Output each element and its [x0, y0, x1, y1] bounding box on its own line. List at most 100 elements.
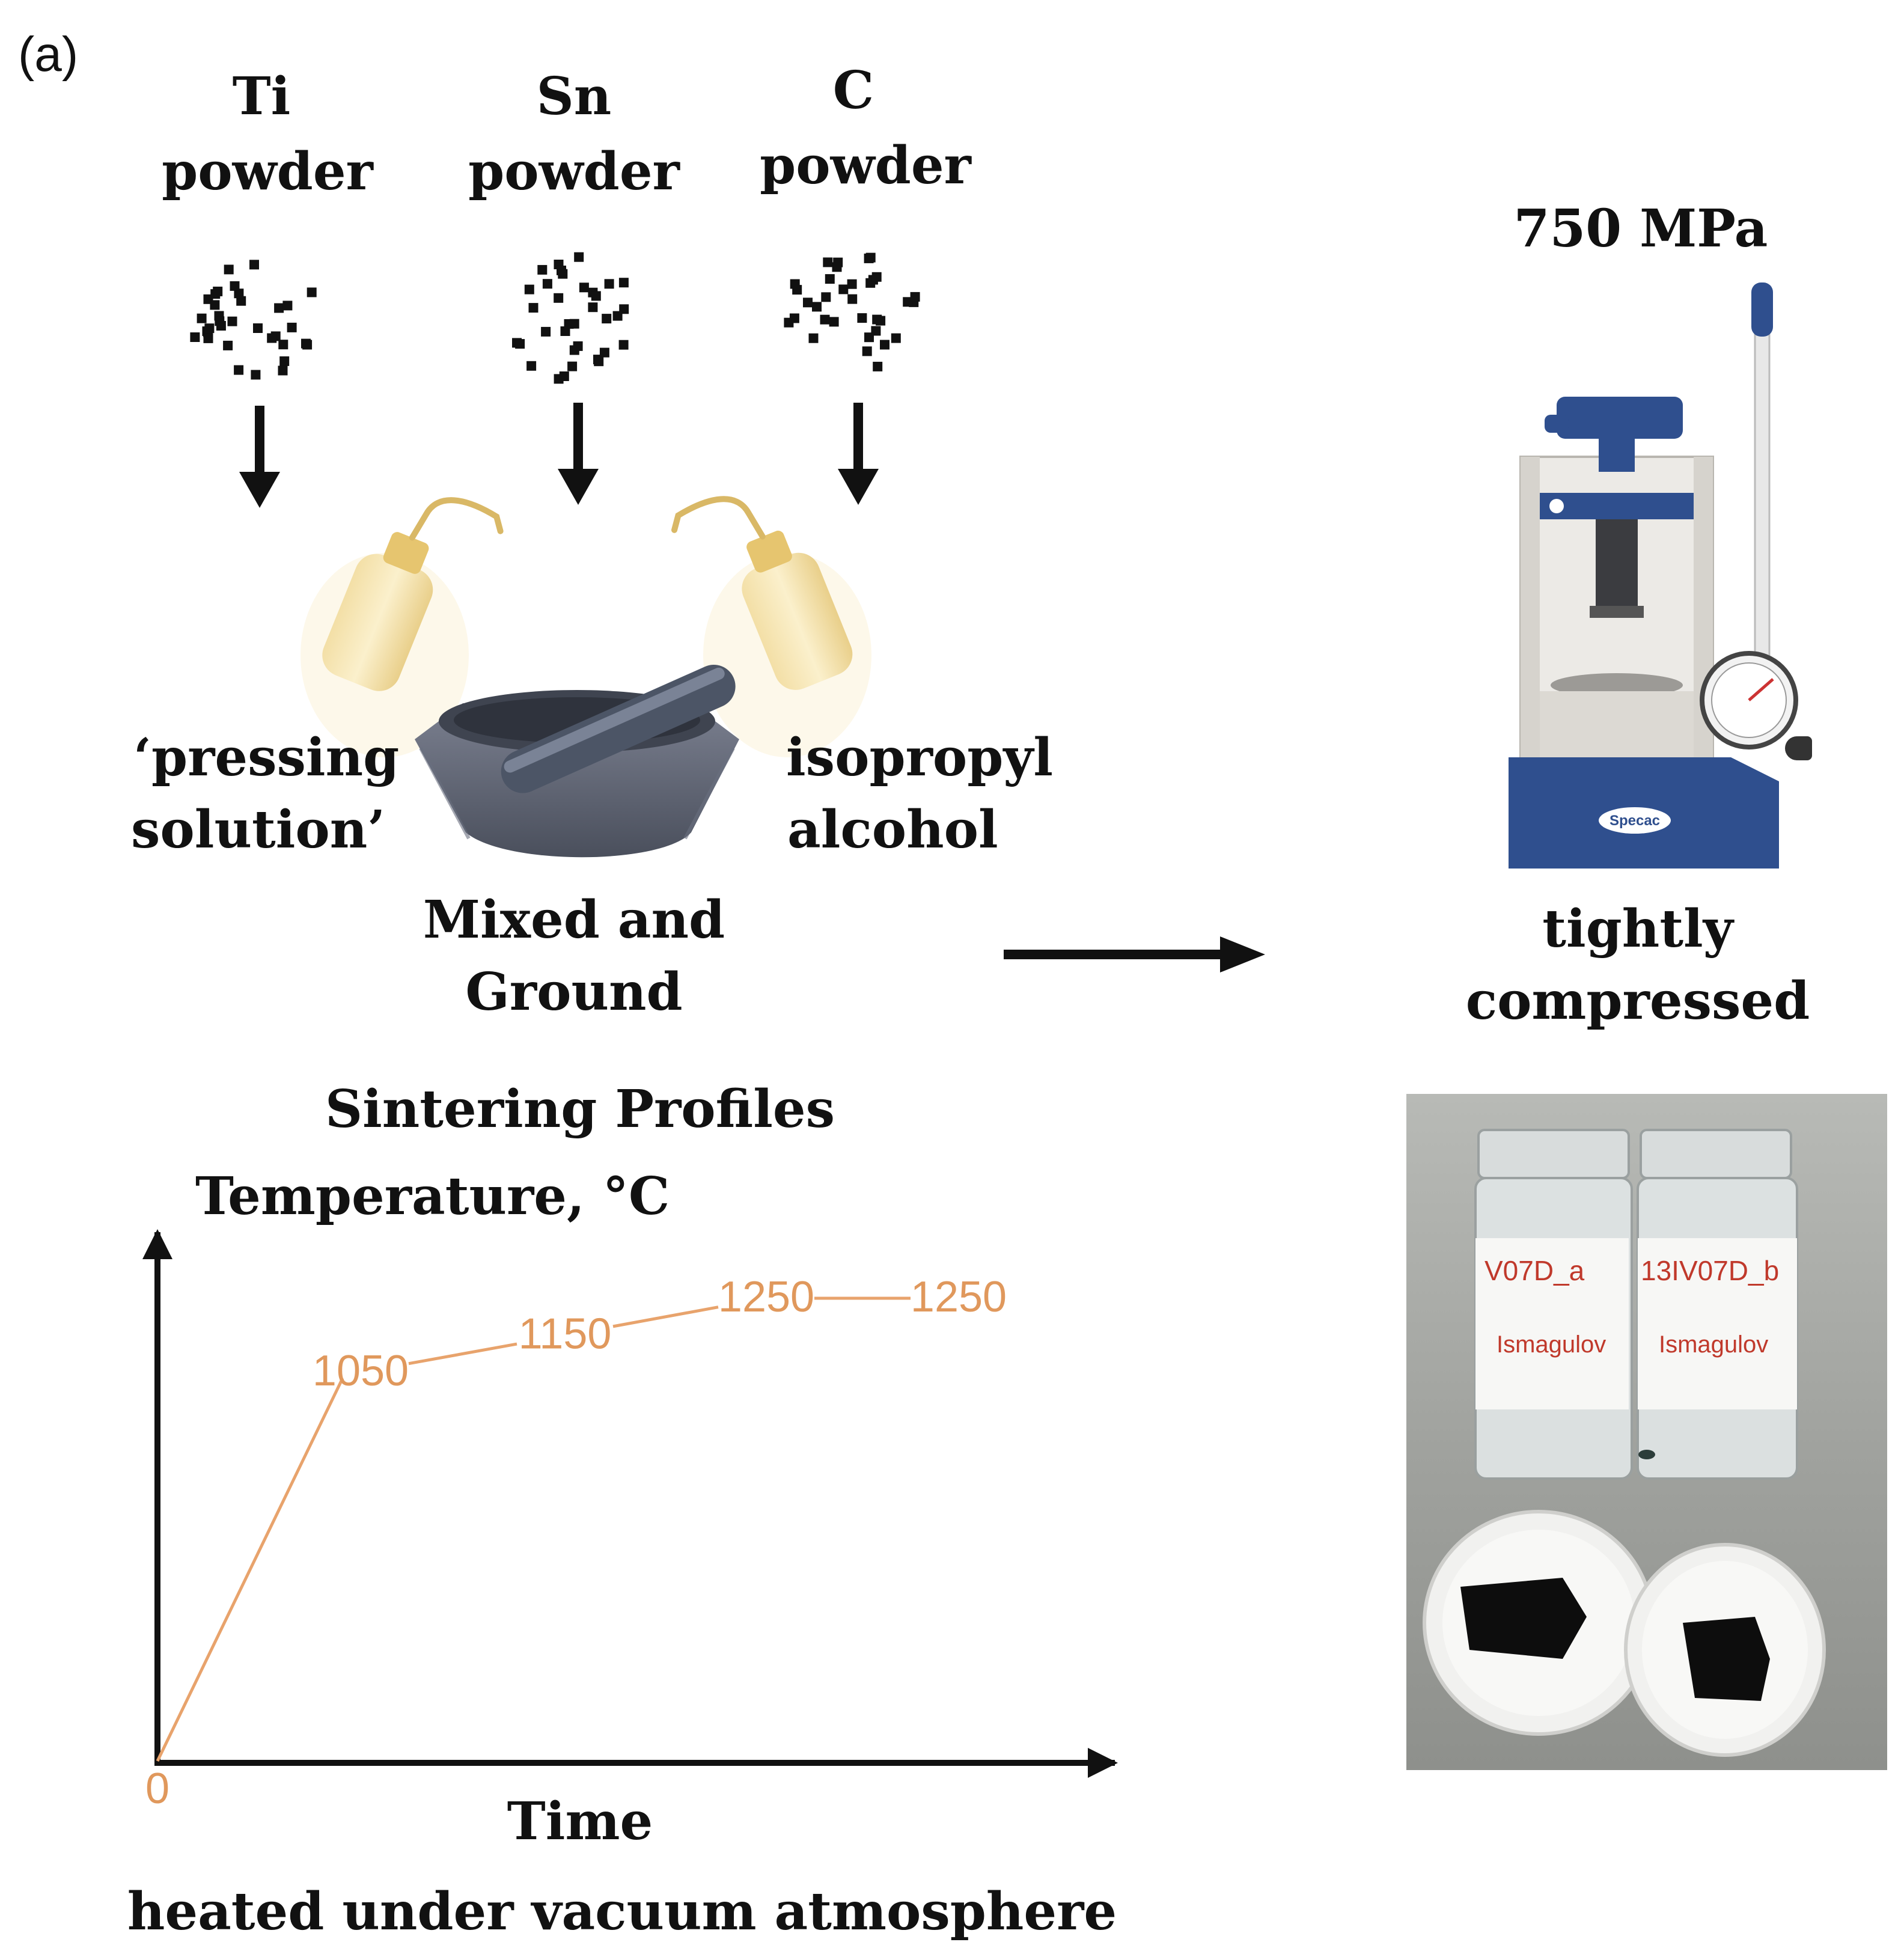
right-arrow-icon [1004, 936, 1265, 972]
powder-dot [569, 345, 579, 355]
sintering-caption: heated under vacuum atmosphere [127, 1881, 1117, 1942]
powder-c-word: powder [760, 135, 972, 196]
chart-axes [142, 1229, 1118, 1778]
powder-dot [213, 286, 223, 296]
powder-dot [274, 303, 284, 313]
powder-dot [210, 300, 220, 310]
powder-dot [825, 274, 835, 284]
powder-sn-label: Sn powder [468, 66, 680, 202]
powder-dot [792, 285, 802, 295]
powder-dot [253, 323, 263, 333]
powder-dot [876, 316, 886, 326]
powder-dot [558, 269, 568, 279]
powder-dot [215, 316, 225, 326]
powder-dot [560, 326, 570, 336]
powder-dot [789, 313, 799, 323]
powder-dot [224, 264, 234, 275]
powder-dot [190, 332, 200, 342]
powder-dot [618, 278, 629, 288]
sample-vials-photo: V07D_a Ismagulov 13IV07D_b Ismagulov [1406, 1094, 1887, 1770]
powder-dot [515, 339, 525, 349]
powder-dot [847, 279, 857, 289]
powder-dot [234, 365, 244, 375]
powder-dot [604, 279, 614, 289]
pressing-solution-label-2: solution’ [131, 799, 385, 860]
powder-ti-element: Ti [233, 66, 291, 127]
powder-dot [524, 284, 534, 295]
pressing-solution-label-1: ‘pressing [133, 727, 399, 788]
powder-dot [903, 297, 913, 307]
origin-label: 0 [145, 1765, 169, 1813]
powder-dot [803, 298, 813, 308]
powder-dot [910, 292, 920, 302]
powder-dot [528, 303, 539, 313]
powder-dot [579, 282, 589, 293]
powder-dot [278, 365, 288, 376]
wash-bottle-right-icon [671, 496, 871, 757]
powder-dot [267, 333, 277, 343]
down-arrow-sn-icon [558, 403, 599, 505]
hydraulic-press-icon: Specac [1509, 282, 1812, 869]
isopropyl-label-2: alcohol [787, 799, 998, 860]
powder-c-dots-icon [784, 252, 920, 371]
profile-point-label: 1150 [519, 1310, 612, 1358]
powder-dot [838, 284, 849, 295]
powder-dot [864, 332, 874, 343]
powder-dot [873, 361, 883, 371]
powder-dot [599, 347, 609, 358]
powder-dot [537, 264, 548, 275]
powder-dot [251, 370, 261, 380]
powder-dot [857, 313, 867, 323]
mixed-ground-label-1: Mixed and [423, 890, 725, 950]
down-arrow-ti-icon [239, 406, 280, 508]
powder-dot [588, 302, 598, 313]
powder-dot [891, 333, 901, 343]
vial-left-label: V07D_a [1484, 1255, 1585, 1286]
powder-dot [307, 287, 317, 298]
powder-dot [594, 356, 604, 367]
powder-dot [871, 272, 882, 282]
powder-ti-dots-icon [190, 260, 317, 380]
panel-label: (a) [18, 27, 78, 82]
powder-dot [602, 314, 612, 324]
pressure-label: 750 MPa [1514, 198, 1768, 259]
mortar-pestle-icon [415, 665, 739, 858]
profile-point-label: 1250 [718, 1273, 814, 1321]
powder-dot [618, 340, 629, 350]
vial-right-name: Ismagulov [1659, 1331, 1768, 1358]
powder-dot [204, 323, 215, 334]
powder-dot [234, 289, 244, 299]
powder-dot [526, 361, 537, 371]
profile-point-label: 1250 [911, 1273, 1007, 1321]
vial-right-label: 13IV07D_b [1641, 1255, 1779, 1286]
x-axis-label: Time [507, 1791, 653, 1852]
powder-dot [591, 291, 601, 301]
press-caption-1: tightly [1542, 899, 1735, 959]
powder-sn-word: powder [468, 141, 680, 202]
powder-dot [223, 340, 233, 350]
mixed-ground-label-2: Ground [465, 962, 682, 1022]
powder-dot [282, 301, 293, 311]
down-arrow-c-icon [838, 403, 879, 505]
powder-dot [823, 257, 833, 267]
powder-ti-word: powder [162, 141, 374, 202]
powder-dot [864, 253, 874, 263]
press-caption-2: compressed [1466, 971, 1810, 1031]
profile-segment [156, 1378, 344, 1762]
powder-c-element: C [833, 60, 874, 121]
powder-ti-label: Ti powder [162, 66, 374, 202]
powder-dot [227, 316, 237, 326]
powder-dot [820, 314, 830, 325]
powder-c-label: C powder [760, 60, 972, 196]
powder-dot [808, 333, 819, 343]
powder-dot [574, 252, 584, 262]
powder-dot [559, 371, 569, 381]
sintering-heading: Sintering Profiles [325, 1079, 835, 1140]
powder-dot [862, 346, 872, 356]
powder-dot [812, 302, 822, 312]
powder-dot [829, 317, 839, 327]
powder-dot [554, 293, 564, 303]
powder-dot [287, 322, 297, 332]
